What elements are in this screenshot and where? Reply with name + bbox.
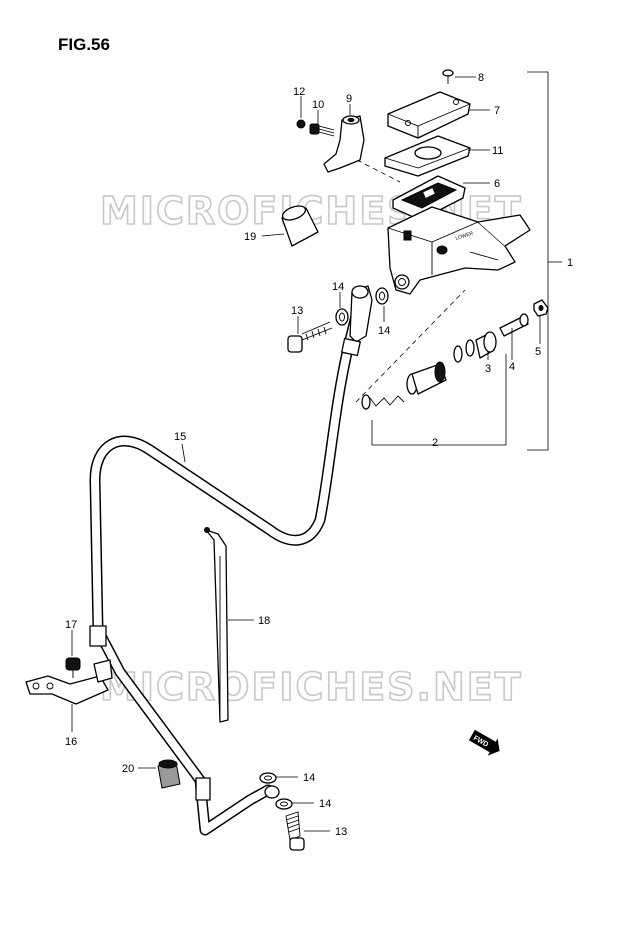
leader-19 (261, 233, 285, 237)
nut-part-12 (296, 119, 306, 129)
callout-8: 8 (478, 72, 484, 84)
callout-6: 6 (494, 178, 500, 190)
callout-13-b: 13 (335, 826, 347, 838)
clutch-hose-part-15 (89, 285, 373, 836)
grommet-part-20 (157, 759, 181, 789)
callout-16: 16 (65, 736, 77, 748)
diaphragm-plate-part-11 (384, 135, 471, 177)
callout-11: 11 (492, 145, 503, 157)
callout-13-a: 13 (291, 305, 303, 317)
callout-20: 20 (122, 763, 134, 775)
banjo-bolt-part-13-top (287, 321, 333, 353)
callout-19: 19 (244, 231, 256, 243)
callout-12: 12 (293, 86, 305, 98)
push-rod-part-4 (499, 313, 529, 337)
callout-14-b: 14 (378, 325, 390, 337)
alignment-line-piston (355, 289, 466, 403)
callout-5: 5 (535, 346, 541, 358)
figure-title: FIG.56 (58, 35, 110, 54)
nut-part-5 (533, 299, 549, 317)
callout-14-c: 14 (303, 772, 315, 784)
callout-14-a: 14 (332, 281, 344, 293)
clamp-part-9 (323, 115, 365, 173)
fwd-direction-badge: FWD (468, 729, 500, 756)
boot-part-19 (281, 205, 319, 247)
washer-part-14-top-right (375, 287, 389, 305)
callout-7: 7 (494, 105, 500, 117)
bolt-part-10 (309, 123, 335, 137)
callout-17: 17 (65, 619, 77, 631)
banjo-fitting-bottom (264, 785, 280, 799)
hose-strap-part-18 (204, 527, 229, 723)
leader-15 (181, 443, 186, 463)
washer-part-14-top-left (335, 308, 349, 326)
callout-3: 3 (485, 363, 491, 375)
washer-part-14-bottom-upper (259, 772, 277, 784)
callout-10: 10 (312, 99, 324, 111)
callout-9: 9 (346, 93, 352, 105)
svg-text:LOWER: LOWER (455, 230, 475, 241)
hose-guide-part-16 (25, 659, 113, 705)
callout-18: 18 (258, 615, 270, 627)
washer-part-14-bottom-lower (275, 798, 293, 810)
assembly-bracket-1 (527, 71, 549, 451)
callout-1: 1 (567, 257, 573, 269)
alignment-line-cap (356, 159, 401, 183)
bolt-part-17 (65, 657, 81, 678)
callout-15: 15 (174, 431, 186, 443)
diaphragm-part-6 (392, 175, 466, 221)
screw-part-8 (442, 69, 454, 84)
banjo-bolt-part-13-bottom (285, 811, 305, 851)
master-cylinder-body-part-1: LOWER (387, 206, 531, 295)
callout-4: 4 (509, 361, 515, 373)
reservoir-cap-part-7 (387, 91, 471, 139)
bracket-2 (371, 354, 507, 446)
piston-set-part-2 (361, 331, 497, 410)
callout-14-d: 14 (319, 798, 331, 810)
watermark-bottom: MICROFICHES.NET (100, 665, 523, 709)
callout-2: 2 (432, 437, 438, 449)
